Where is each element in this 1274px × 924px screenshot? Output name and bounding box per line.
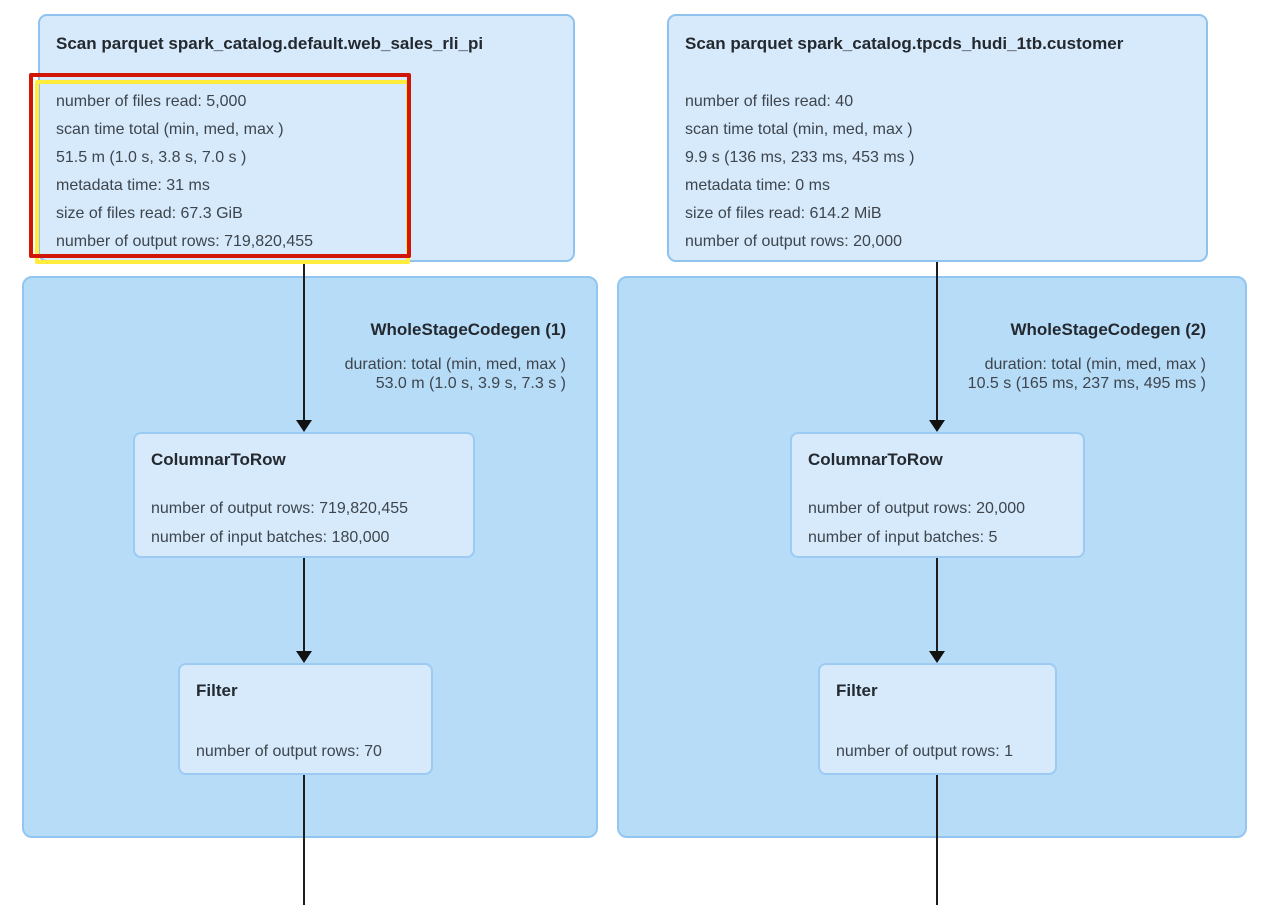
edge-scan-to-columnartorow [303,262,305,421]
columnar-to-row-node-2[interactable]: ColumnarToRow number of output rows: 20,… [790,432,1085,558]
spacer [196,701,415,737]
cluster-duration: duration: total (min, med, max ) 53.0 m … [345,355,566,393]
edge-filter-downstream [936,775,938,905]
scan-parquet-node-web-sales[interactable]: Scan parquet spark_catalog.default.web_s… [38,14,575,262]
arrowhead-icon [929,420,945,432]
cluster-title: WholeStageCodegen (1) [370,320,566,339]
duration-label: duration: total (min, med, max ) [344,356,566,373]
metric-line: number of input batches: 5 [808,529,998,546]
metric-line: size of files read: 614.2 MiB [685,205,882,222]
edge-columnartorow-to-filter [936,558,938,651]
metric-line: metadata time: 0 ms [685,177,830,194]
cluster-title: WholeStageCodegen (2) [1010,320,1206,339]
operator-metrics: number of output rows: 70 [196,737,415,766]
operator-title: ColumnarToRow [151,450,286,469]
spacer [808,470,1067,494]
metric-line: 9.9 s (136 ms, 233 ms, 453 ms ) [685,149,915,166]
edge-filter-downstream [303,775,305,905]
metric-line: number of output rows: 20,000 [685,233,903,250]
metric-line: scan time total (min, med, max ) [685,121,913,138]
filter-node-2[interactable]: Filter number of output rows: 1 [818,663,1057,775]
metric-line: number of output rows: 719,820,455 [151,500,409,517]
duration-value: 53.0 m (1.0 s, 3.9 s, 7.3 s ) [375,375,566,392]
operator-metrics: number of output rows: 719,820,455 numbe… [151,494,457,552]
metric-line: 51.5 m (1.0 s, 3.8 s, 7.0 s ) [56,149,247,166]
metric-line: scan time total (min, med, max ) [56,121,284,138]
metric-line: number of output rows: 719,820,455 [56,233,314,250]
spacer [151,470,457,494]
arrowhead-icon [296,420,312,432]
operator-metrics: number of output rows: 1 [836,737,1039,766]
duration-label: duration: total (min, med, max ) [984,356,1206,373]
cluster-duration: duration: total (min, med, max ) 10.5 s … [968,355,1206,393]
operator-title: ColumnarToRow [808,450,943,469]
operator-title: Filter [836,681,878,700]
metric-line: size of files read: 67.3 GiB [56,205,243,222]
metric-line: number of output rows: 70 [196,743,382,760]
scan-node-metrics: number of files read: 40 scan time total… [685,88,1190,256]
edge-columnartorow-to-filter [303,558,305,651]
metric-line: number of files read: 40 [685,93,854,110]
duration-value: 10.5 s (165 ms, 237 ms, 495 ms ) [967,375,1206,392]
arrowhead-icon [929,651,945,663]
filter-node-1[interactable]: Filter number of output rows: 70 [178,663,433,775]
scan-node-title: Scan parquet spark_catalog.default.web_s… [56,34,484,53]
metric-line: number of files read: 5,000 [56,93,247,110]
scan-node-metrics: number of files read: 5,000 scan time to… [56,88,557,256]
spacer [836,701,1039,737]
scan-node-title: Scan parquet spark_catalog.tpcds_hudi_1t… [685,34,1124,53]
operator-metrics: number of output rows: 20,000 number of … [808,494,1067,552]
metric-line: number of output rows: 1 [836,743,1013,760]
operator-title: Filter [196,681,238,700]
metric-line: metadata time: 31 ms [56,177,210,194]
metric-line: number of output rows: 20,000 [808,500,1026,517]
scan-parquet-node-customer[interactable]: Scan parquet spark_catalog.tpcds_hudi_1t… [667,14,1208,262]
metric-line: number of input batches: 180,000 [151,529,390,546]
arrowhead-icon [296,651,312,663]
edge-scan-to-columnartorow [936,262,938,421]
columnar-to-row-node-1[interactable]: ColumnarToRow number of output rows: 719… [133,432,475,558]
